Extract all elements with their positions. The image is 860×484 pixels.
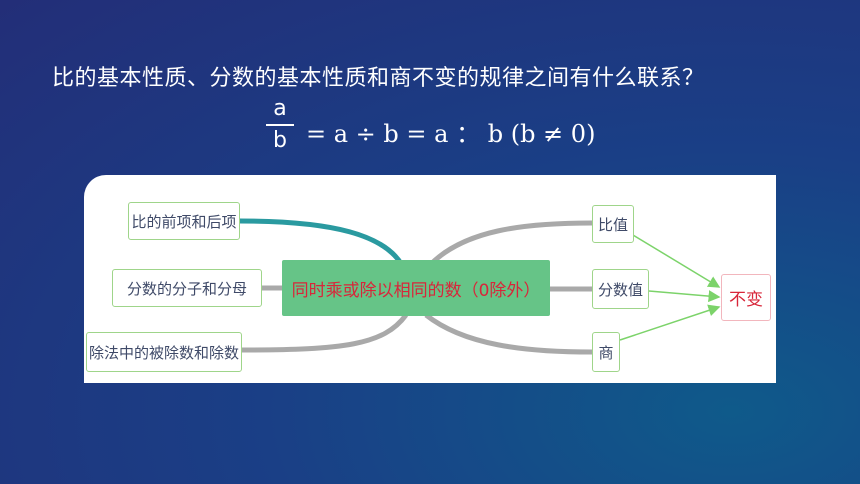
center-node: 同时乘或除以相同的数（0除外） (282, 260, 550, 316)
formula-rest: = a ÷ b = a ： b (b ≠ 0) (306, 120, 596, 148)
arrow-middle (648, 290, 721, 303)
question-text: 比的基本性质、分数的基本性质和商不变的规律之间有什么联系？ (52, 66, 705, 91)
arrow-bottom (619, 304, 721, 341)
fraction: a b (262, 96, 298, 154)
branch-left-top (238, 218, 405, 267)
arrow-top (632, 234, 721, 288)
branch-right-bottom (424, 313, 593, 355)
branch-right-top (428, 220, 593, 267)
fraction-denominator: b (273, 128, 287, 153)
mindmap-connectors (238, 218, 721, 355)
node-fraction-value: 分数值 (592, 269, 649, 309)
mindmap-panel: 比的前项和后项 分数的分子和分母 除法中的被除数和除数 同时乘或除以相同的数（0… (84, 175, 776, 383)
result-node: 不变 (721, 274, 771, 321)
node-ratio-value: 比值 (592, 205, 634, 243)
fraction-numerator: a (273, 96, 287, 121)
fraction-bar (266, 124, 294, 126)
branch-left-bottom (240, 313, 409, 353)
node-quotient: 商 (592, 332, 620, 372)
node-ratio-terms: 比的前项和后项 (128, 202, 240, 240)
node-division-parts: 除法中的被除数和除数 (86, 332, 242, 372)
node-fraction-parts: 分数的分子和分母 (112, 269, 262, 307)
